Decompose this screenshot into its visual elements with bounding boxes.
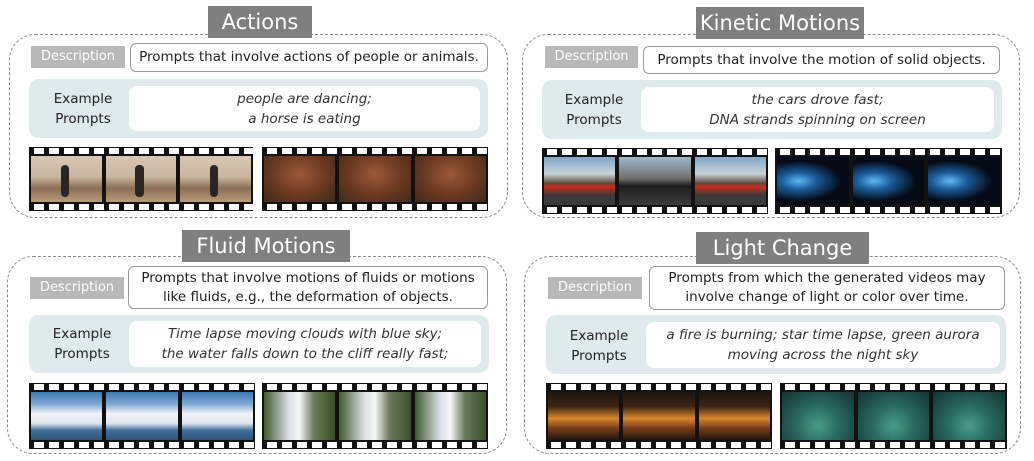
filmstrip-dna (775, 148, 1002, 214)
example-prompts-box: Time lapse moving clouds with blue sky; … (129, 321, 481, 367)
sprocket-holes-top (29, 148, 253, 154)
description-label: Description (31, 46, 125, 68)
description-text: Prompts that involve the motion of solid… (643, 46, 1000, 74)
example-prompts-box: a fire is burning; star time lapse, gree… (646, 322, 1000, 368)
example-label-line1: Example (53, 91, 113, 107)
video-frame (31, 392, 103, 440)
example-label-line1: Example (564, 92, 624, 108)
example-prompt-line1: the cars drove fast; (751, 91, 884, 108)
video-frame (180, 156, 252, 202)
video-frame (777, 157, 849, 205)
sprocket-holes-top (775, 149, 1002, 155)
description-text: Prompts from which the generated videos … (649, 266, 1005, 310)
video-frame (414, 392, 486, 440)
example-label: Example Prompts (40, 324, 124, 364)
video-frame (414, 156, 486, 202)
video-frame (619, 157, 691, 205)
video-frame (857, 392, 930, 440)
video-frame (339, 156, 411, 202)
sprocket-holes-bottom (780, 442, 1007, 448)
sprocket-holes-bottom (775, 207, 1002, 213)
panel-title: Light Change (696, 232, 869, 264)
sprocket-holes-top (29, 384, 255, 390)
example-label: Example Prompts (556, 326, 642, 366)
description-text: Prompts that involve actions of people o… (130, 43, 488, 72)
example-label: Example Prompts (42, 89, 124, 129)
video-frame (623, 392, 695, 440)
filmstrip-aurora (780, 383, 1007, 449)
panel-title: Fluid Motions (182, 230, 350, 262)
example-label-line2: Prompts (571, 348, 627, 364)
sprocket-holes-bottom (29, 204, 253, 210)
example-label-line2: Prompts (54, 346, 110, 362)
example-label-line1: Example (52, 326, 112, 342)
sprocket-holes-top (542, 149, 768, 155)
video-frame (181, 392, 253, 440)
example-prompt-line1: people are dancing; (237, 90, 372, 107)
video-frame (548, 392, 620, 440)
sprocket-holes-bottom (542, 207, 768, 213)
sprocket-holes-top (262, 384, 488, 390)
example-prompt-line2: moving across the night sky (727, 347, 919, 363)
video-frame (31, 156, 102, 202)
video-frame (264, 392, 336, 440)
sprocket-holes-top (546, 384, 772, 390)
description-label: Description (545, 46, 638, 68)
description-label: Description (30, 277, 124, 299)
video-frame (339, 392, 411, 440)
example-prompt-line2: DNA strands spinning on screen (709, 111, 926, 128)
description-label: Description (548, 277, 642, 299)
example-prompt-line2: the water falls down to the cliff really… (161, 346, 449, 362)
video-frame (928, 157, 1001, 205)
video-frame (782, 392, 854, 440)
sprocket-holes-bottom (262, 442, 488, 448)
example-label-line2: Prompts (566, 112, 622, 128)
sprocket-holes-top (262, 148, 488, 154)
filmstrip-horse (262, 147, 488, 211)
example-prompts-box: people are dancing; a horse is eating (129, 86, 480, 131)
video-frame (544, 157, 616, 205)
filmstrip-clouds (29, 383, 255, 449)
video-frame (106, 392, 178, 440)
sprocket-holes-bottom (546, 442, 772, 448)
video-frame (852, 157, 925, 205)
filmstrip-dancing (29, 147, 253, 211)
filmstrip-cars (542, 148, 768, 214)
description-text: Prompts that involve motions of fluids o… (128, 266, 488, 309)
example-label-line2: Prompts (55, 111, 111, 127)
example-label-line1: Example (569, 328, 629, 344)
filmstrip-fire (546, 383, 772, 449)
video-frame (264, 156, 336, 202)
example-prompt-line1: a fire is burning; star time lapse, gree… (666, 327, 980, 343)
panel-title: Actions (208, 6, 312, 38)
example-label: Example Prompts (552, 90, 636, 130)
video-frame (698, 392, 770, 440)
example-prompt-line1: Time lapse moving clouds with blue sky; (167, 326, 443, 342)
sprocket-holes-top (780, 384, 1007, 390)
filmstrip-waterfall (262, 383, 488, 449)
video-frame (933, 392, 1006, 440)
example-prompt-line2: a horse is eating (248, 110, 361, 127)
sprocket-holes-bottom (29, 442, 255, 448)
example-prompts-box: the cars drove fast; DNA strands spinnin… (641, 87, 994, 132)
sprocket-holes-bottom (262, 204, 488, 210)
video-frame (694, 157, 766, 205)
panel-title: Kinetic Motions (696, 7, 864, 39)
video-frame (105, 156, 177, 202)
